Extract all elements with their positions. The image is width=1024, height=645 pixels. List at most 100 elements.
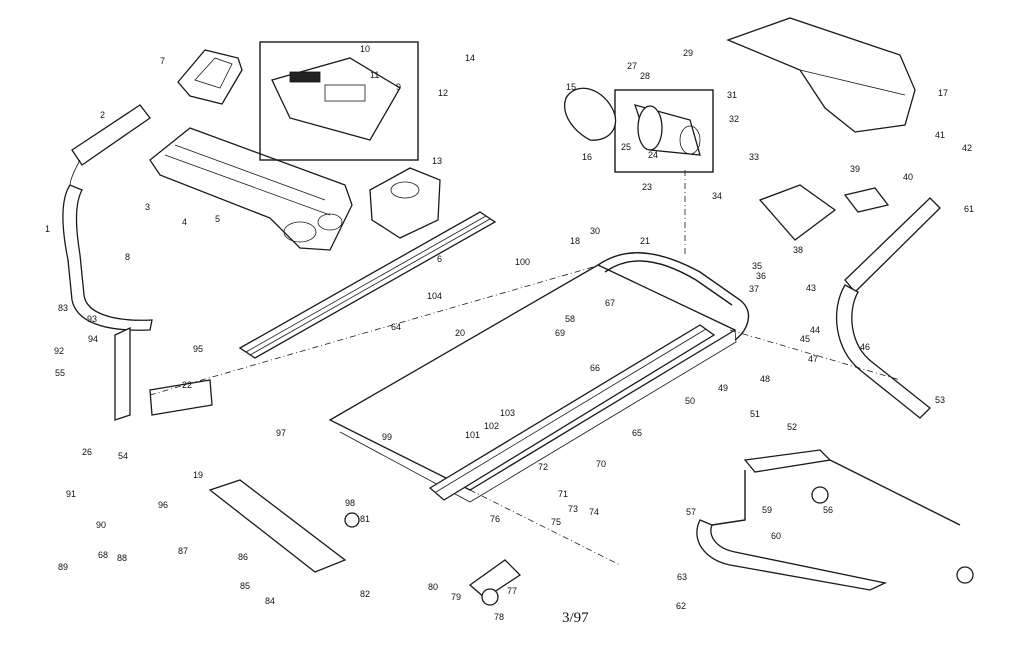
callout-51: 51 xyxy=(750,409,760,419)
callout-99: 99 xyxy=(382,432,392,442)
callout-67: 67 xyxy=(605,298,615,308)
callout-65: 65 xyxy=(632,428,642,438)
callout-79: 79 xyxy=(451,592,461,602)
callout-6: 6 xyxy=(437,254,442,264)
motor-inset-box xyxy=(614,89,714,173)
callout-72: 72 xyxy=(538,462,548,472)
callout-89: 89 xyxy=(58,562,68,572)
callout-45: 45 xyxy=(800,334,810,344)
callout-3: 3 xyxy=(145,202,150,212)
callout-61: 61 xyxy=(964,204,974,214)
callout-23: 23 xyxy=(642,182,652,192)
console-cover xyxy=(177,49,243,105)
incline-frame xyxy=(208,479,522,606)
right-upright-handrail xyxy=(835,197,941,419)
callout-82: 82 xyxy=(360,589,370,599)
callout-10: 10 xyxy=(360,44,370,54)
callout-38: 38 xyxy=(793,245,803,255)
callout-95: 95 xyxy=(193,344,203,354)
callout-93: 93 xyxy=(87,314,97,324)
callout-20: 20 xyxy=(455,328,465,338)
callout-77: 77 xyxy=(507,586,517,596)
callout-47: 47 xyxy=(808,354,818,364)
left-upright-handrail xyxy=(62,104,153,331)
callout-30: 30 xyxy=(590,226,600,236)
controller-bracket xyxy=(758,184,837,241)
footer-code: 3/97 xyxy=(562,610,589,626)
callout-60: 60 xyxy=(771,531,781,541)
callout-83: 83 xyxy=(58,303,68,313)
callout-94: 94 xyxy=(88,334,98,344)
callout-96: 96 xyxy=(158,500,168,510)
callout-26: 26 xyxy=(82,447,92,457)
callout-5: 5 xyxy=(215,214,220,224)
callout-35: 35 xyxy=(752,261,762,271)
callout-8: 8 xyxy=(125,252,130,262)
callout-2: 2 xyxy=(100,110,105,120)
callout-43: 43 xyxy=(806,283,816,293)
callout-78: 78 xyxy=(494,612,504,622)
callout-90: 90 xyxy=(96,520,106,530)
callout-12: 12 xyxy=(438,88,448,98)
callout-27: 27 xyxy=(627,61,637,71)
callout-11: 11 xyxy=(370,70,379,80)
callout-56: 56 xyxy=(823,505,833,515)
callout-7: 7 xyxy=(160,56,165,66)
callout-29: 29 xyxy=(683,48,693,58)
callout-76: 76 xyxy=(490,514,500,524)
callout-80: 80 xyxy=(428,582,438,592)
callout-40: 40 xyxy=(903,172,913,182)
callout-74: 74 xyxy=(589,507,599,517)
callout-68: 68 xyxy=(98,550,108,560)
callout-101: 101 xyxy=(465,430,480,440)
callout-73: 73 xyxy=(568,504,578,514)
callout-98: 98 xyxy=(345,498,355,508)
side-rail xyxy=(238,211,497,359)
callout-58: 58 xyxy=(565,314,575,324)
cup-holder xyxy=(369,167,441,239)
callout-87: 87 xyxy=(178,546,188,556)
motor-mount xyxy=(843,187,890,213)
callout-17: 17 xyxy=(938,88,948,98)
callout-97: 97 xyxy=(276,428,286,438)
foot-bracket xyxy=(114,326,213,421)
callout-48: 48 xyxy=(760,374,770,384)
callout-55: 55 xyxy=(55,368,65,378)
callout-57: 57 xyxy=(686,507,696,517)
callout-104: 104 xyxy=(427,291,442,301)
callout-22: 22 xyxy=(182,380,192,390)
callout-75: 75 xyxy=(551,517,561,527)
callout-100: 100 xyxy=(515,257,530,267)
callout-62: 62 xyxy=(676,601,686,611)
callout-64: 64 xyxy=(391,322,401,332)
console-base xyxy=(149,127,353,251)
callout-14: 14 xyxy=(465,53,475,63)
callout-50: 50 xyxy=(685,396,695,406)
callout-15: 15 xyxy=(566,82,576,92)
callout-13: 13 xyxy=(432,156,442,166)
callout-70: 70 xyxy=(596,459,606,469)
base-frame xyxy=(696,449,974,591)
callout-88: 88 xyxy=(117,553,127,563)
callout-71: 71 xyxy=(558,489,568,499)
alignment-lines xyxy=(149,170,901,566)
callout-84: 84 xyxy=(265,596,275,606)
console-inset-box xyxy=(259,41,419,161)
callout-4: 4 xyxy=(182,217,187,227)
deck-frame xyxy=(597,252,750,341)
callout-32: 32 xyxy=(729,114,739,124)
callout-102: 102 xyxy=(484,421,499,431)
callout-34: 34 xyxy=(712,191,722,201)
callout-46: 46 xyxy=(860,342,870,352)
callout-92: 92 xyxy=(54,346,64,356)
callout-21: 21 xyxy=(640,236,650,246)
callout-28: 28 xyxy=(640,71,650,81)
callout-85: 85 xyxy=(240,581,250,591)
callout-36: 36 xyxy=(756,271,766,281)
callout-16: 16 xyxy=(582,152,592,162)
callout-86: 86 xyxy=(238,552,248,562)
callout-81: 81 xyxy=(360,514,370,524)
drive-belt xyxy=(564,87,617,141)
